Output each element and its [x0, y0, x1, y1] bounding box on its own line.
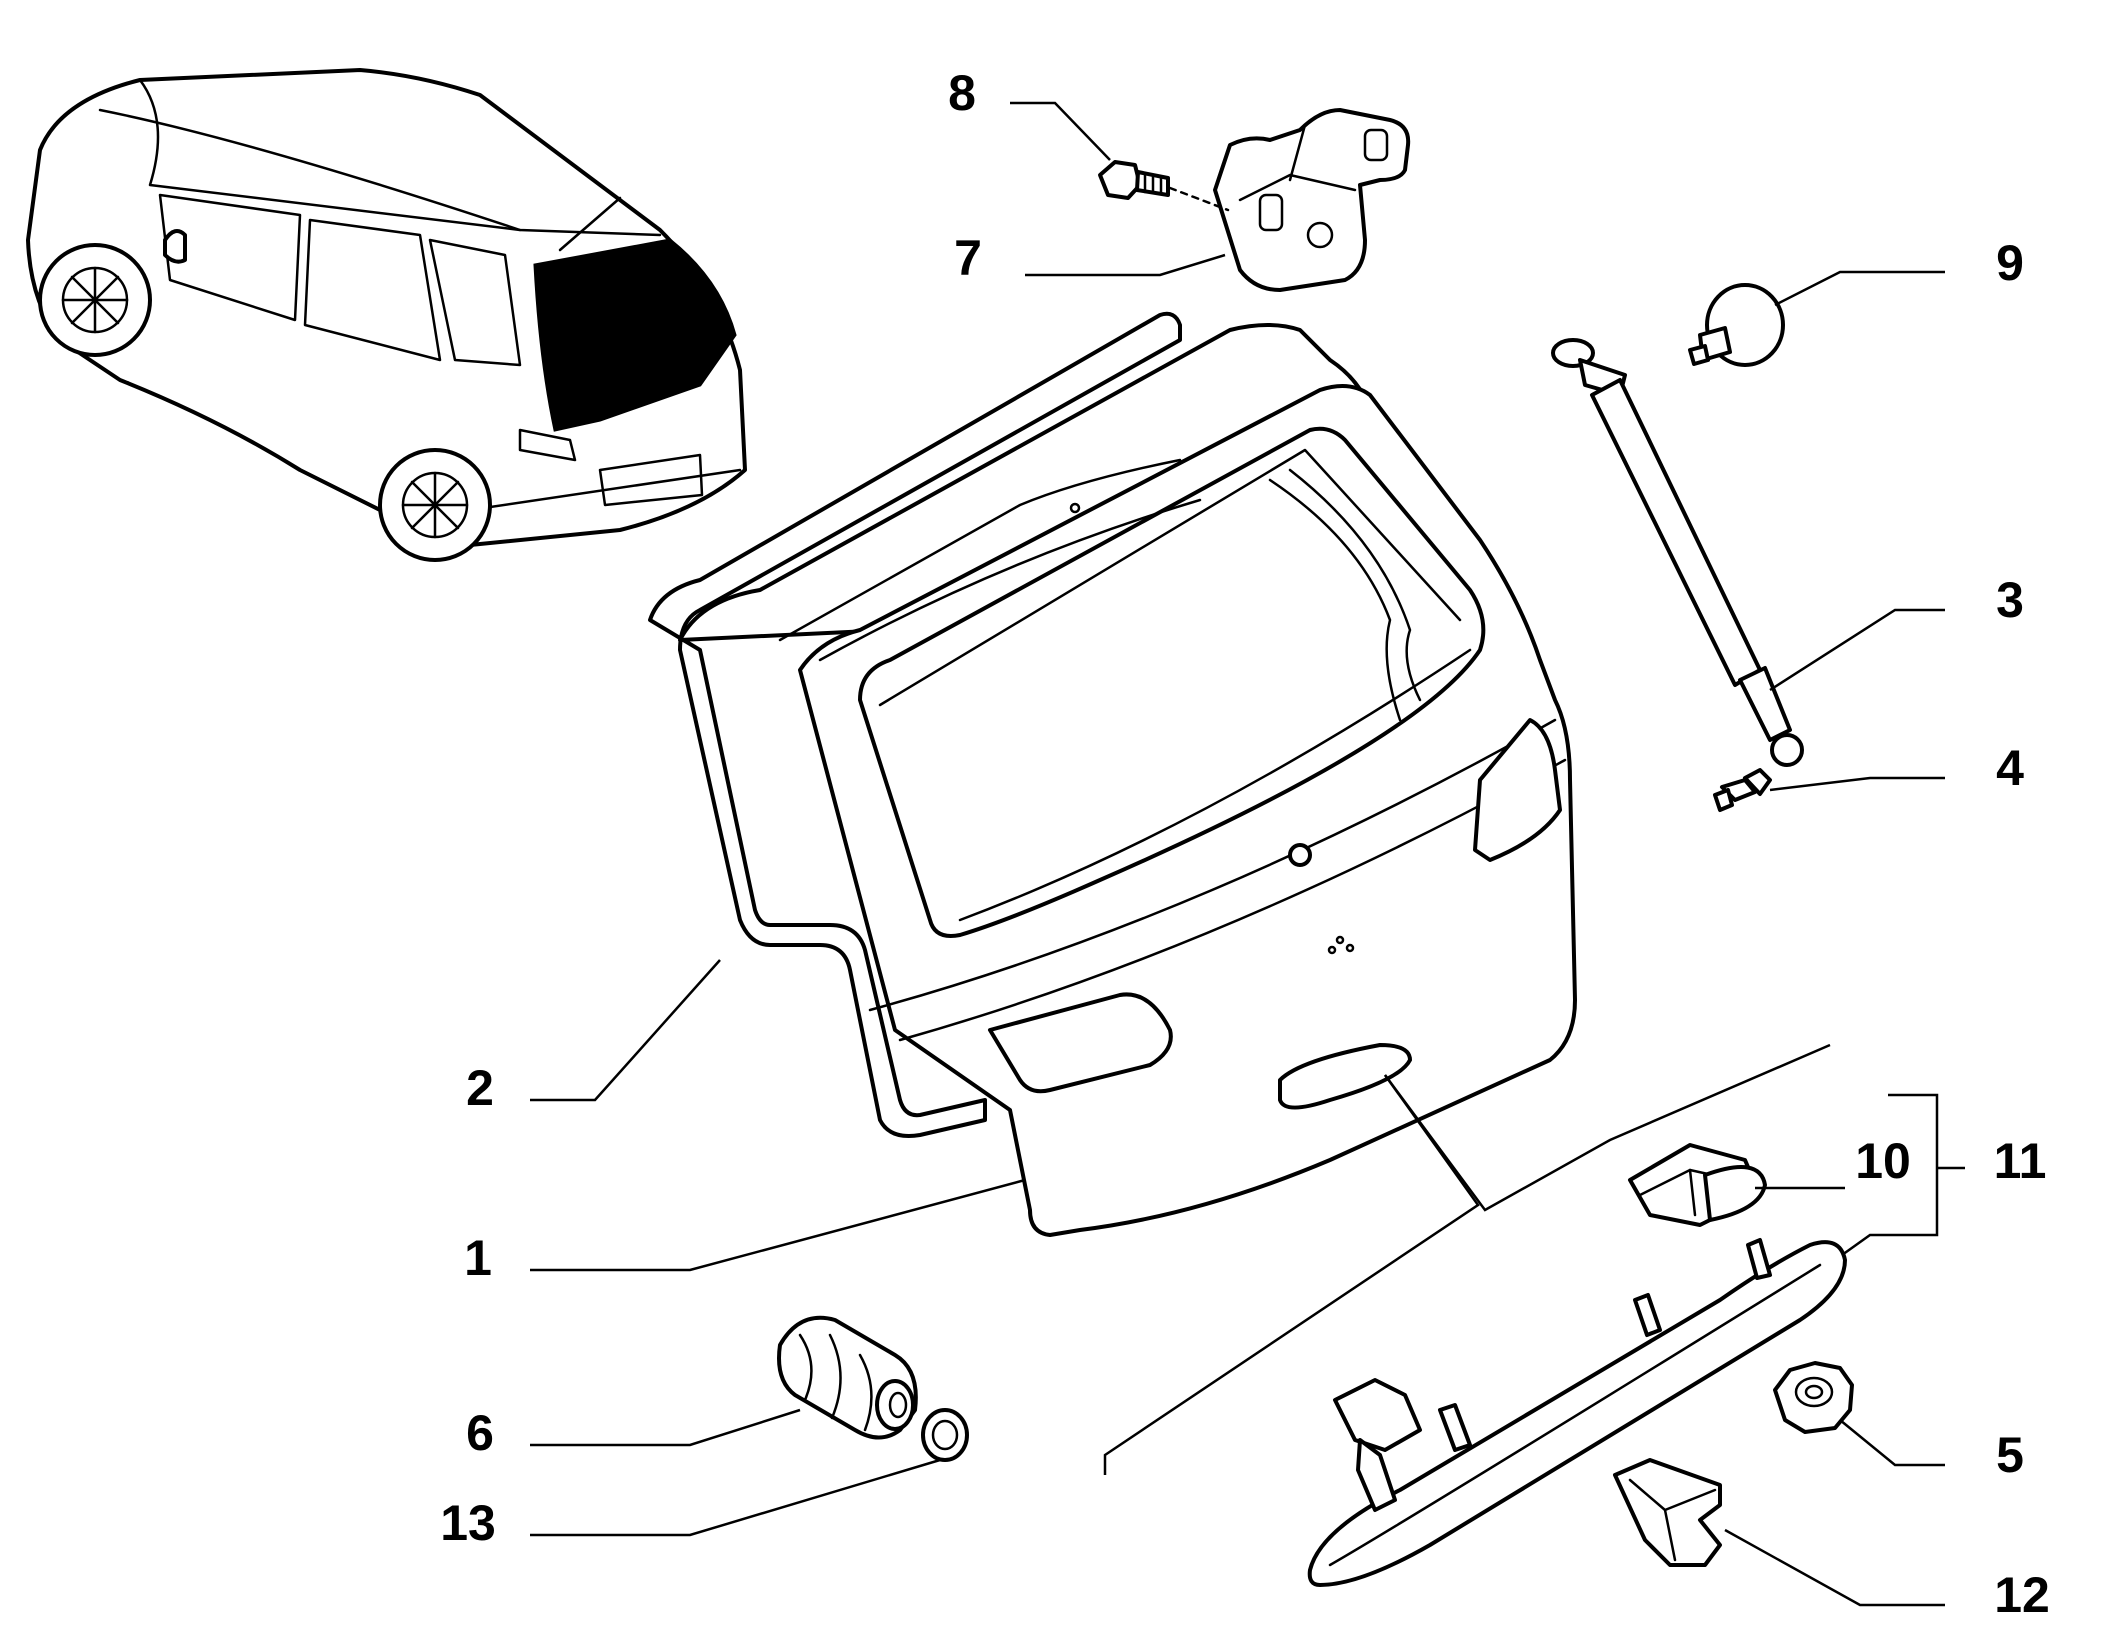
callout-numbers: 1 2 3 4 5 6 7 8 9 10 11 12 13: [440, 65, 2050, 1623]
part-9-plug: [1688, 283, 1785, 367]
callout-11: 11: [1994, 1133, 2047, 1189]
part-8-bolt: [1098, 160, 1230, 212]
part-4-ball-stud: [1713, 768, 1772, 812]
vehicle-overview: [26, 68, 747, 562]
callout-5: 5: [1996, 1427, 2024, 1483]
part-5-nut: [1773, 1361, 1854, 1434]
callout-10: 10: [1855, 1133, 1911, 1189]
callout-9: 9: [1996, 235, 2024, 291]
callout-8: 8: [948, 65, 976, 121]
part-1-tailgate: [678, 323, 1577, 1237]
leader-lines: [530, 101, 1965, 1607]
part-11-handle-trim: [1307, 1238, 1847, 1587]
callout-6: 6: [466, 1405, 494, 1461]
part-10-clip: [1628, 1143, 1767, 1227]
callout-7: 7: [954, 230, 982, 286]
callout-4: 4: [1996, 740, 2024, 796]
callout-3: 3: [1996, 572, 2024, 628]
callout-1: 1: [464, 1230, 492, 1286]
callout-13: 13: [440, 1495, 496, 1551]
part-12-spring-clip: [1613, 1458, 1722, 1567]
callout-12: 12: [1994, 1567, 2050, 1623]
part-2-tailgate-seal: [648, 311, 1182, 1138]
callout-2: 2: [466, 1060, 494, 1116]
part-6-lock-cylinder: [777, 1315, 918, 1440]
part-7-hinge: [1213, 108, 1411, 292]
part-3-gas-strut: [1551, 338, 1804, 767]
rear-glass-highlight: [533, 238, 737, 432]
part-13-seal-ring: [921, 1408, 969, 1462]
